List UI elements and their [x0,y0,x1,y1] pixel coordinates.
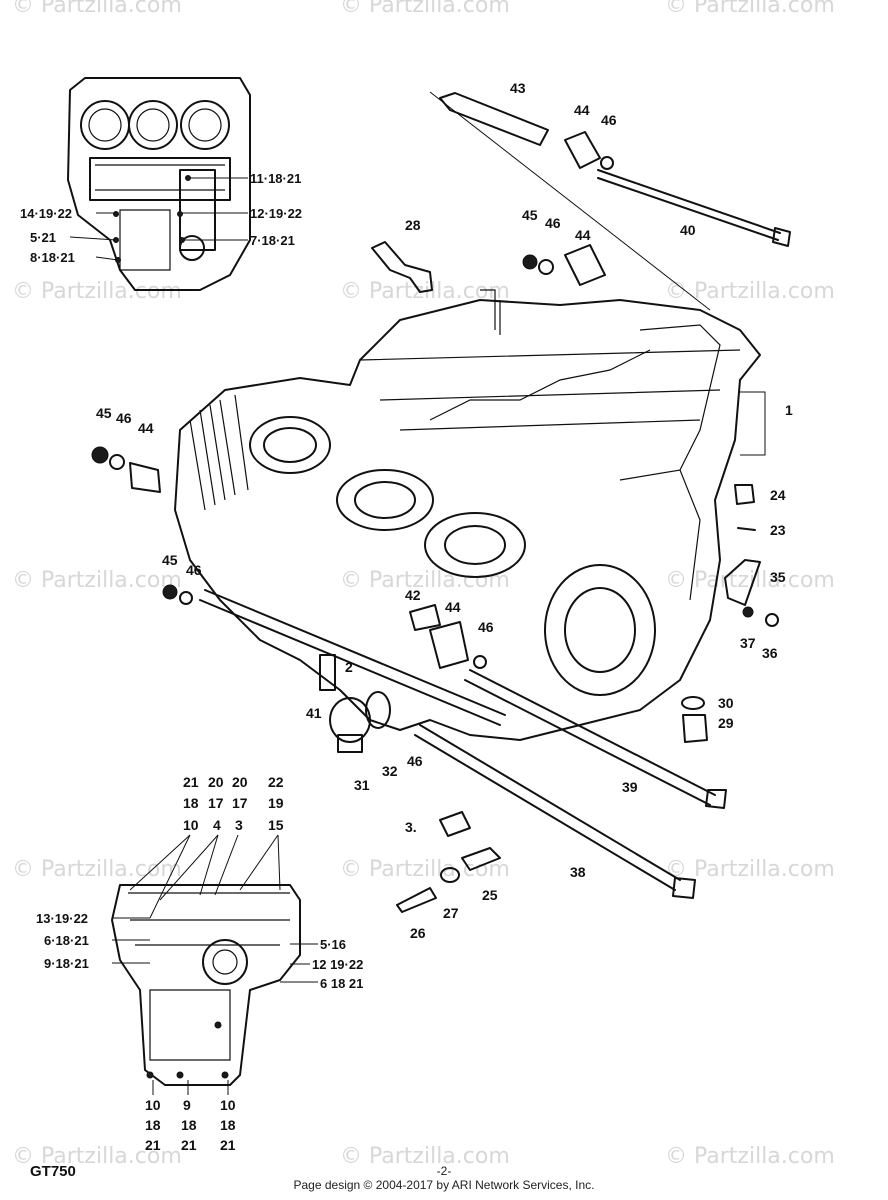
callout-label: 17 [208,795,224,811]
watermark: © Partzilla.com [12,0,182,18]
callout-label: 8·18·21 [30,250,75,265]
main-callouts: 43 44 46 40 45 46 44 28 1 45 46 44 24 23… [96,80,793,941]
callout-label: 11·18·21 [250,171,301,186]
callout-label: 19 [268,795,284,811]
callout-label: 44 [445,599,461,615]
callout-label: 21 [220,1137,236,1153]
page-number: -2- [436,1164,452,1178]
callout-label: 3. [405,819,417,835]
callout-label: 14·19·22 [20,206,72,221]
callout-label: 12·19·22 [250,206,302,221]
callout-label: 9·18·21 [44,956,89,971]
callout-label: 40 [680,222,696,238]
callout-label: 1 [785,402,793,418]
callout-label: 21 [181,1137,197,1153]
callout-label: 44 [575,227,591,243]
callout-label: 9 [183,1097,191,1113]
callout-label: 36 [762,645,778,661]
watermark: © Partzilla.com [665,857,835,882]
callout-label: 41 [306,705,322,721]
callout-label: 35 [770,569,786,585]
watermark: © Partzilla.com [12,1144,182,1169]
callout-label: 30 [718,695,734,711]
callout-label: 18 [183,795,199,811]
callout-label: 39 [622,779,638,795]
callout-label: 21 [145,1137,161,1153]
callout-label: 44 [574,102,590,118]
callout-label: 4 [213,817,221,833]
callout-label: 20 [232,774,248,790]
callout-label: 18 [145,1117,161,1133]
callout-label: 7·18·21 [250,233,295,248]
callout-label: 18 [220,1117,236,1133]
callout-label: 10 [220,1097,236,1113]
lower-inset-callouts: 21 18 10 20 17 4 20 17 3 22 19 15 13·19·… [36,774,363,1153]
watermark: © Partzilla.com [665,279,835,304]
callout-label: 23 [770,522,786,538]
callout-label: 2 [345,659,353,675]
callout-label: 28 [405,217,421,233]
callout-label: 15 [268,817,284,833]
callout-label: 13·19·22 [36,911,88,926]
watermark: © Partzilla.com [340,857,510,882]
callout-label: 46 [545,215,561,231]
watermark: © Partzilla.com [340,0,510,18]
model-label: GT750 [30,1163,76,1180]
callout-label: 31 [354,777,370,793]
watermark: © Partzilla.com [665,1144,835,1169]
lower-inset-crankcase-drawing [111,834,318,1095]
callout-label: 20 [208,774,224,790]
watermark: © Partzilla.com [12,279,182,304]
callout-label: 46 [478,619,494,635]
watermark: © Partzilla.com [340,1144,510,1169]
callout-label: 27 [443,905,459,921]
callout-label: 46 [601,112,617,128]
callout-label: 10 [183,817,199,833]
watermark: © Partzilla.com [12,568,182,593]
callout-label: 32 [382,763,398,779]
callout-label: 38 [570,864,586,880]
callout-label: 42 [405,587,421,603]
callout-label: 5·21 [30,230,56,245]
callout-label: 3 [235,817,243,833]
callout-label: 18 [181,1117,197,1133]
callout-label: 17 [232,795,248,811]
callout-label: 22 [268,774,284,790]
upper-inset-callouts: 11·18·21 12·19·22 14·19·22 5·21 7·18·21 … [20,171,302,265]
main-crankcase-drawing [91,91,791,913]
callout-label: 45 [522,207,538,223]
callout-label: 43 [510,80,526,96]
callout-label: 25 [482,887,498,903]
callout-label: 29 [718,715,734,731]
upper-inset-crankcase-drawing [67,77,251,291]
callout-label: 10 [145,1097,161,1113]
callout-label: 6 18 21 [320,976,363,991]
callout-label: 24 [770,487,786,503]
callout-label: 21 [183,774,199,790]
callout-label: 12 19·22 [312,957,363,972]
page-footer: Page design © 2004-2017 by ARI Network S… [293,1178,595,1192]
callout-label: 46 [116,410,132,426]
callout-label: 46 [186,562,202,578]
watermark-layer: © Partzilla.com © Partzilla.com © Partzi… [12,0,835,1169]
callout-label: 26 [410,925,426,941]
watermark: © Partzilla.com [665,0,835,18]
callout-label: 45 [96,405,112,421]
callout-label: 37 [740,635,756,651]
callout-label: 46 [407,753,423,769]
watermark: © Partzilla.com [340,568,510,593]
callout-label: 44 [138,420,154,436]
callout-label: 45 [162,552,178,568]
watermark: © Partzilla.com [12,857,182,882]
callout-label: 6·18·21 [44,933,89,948]
callout-label: 5·16 [320,937,346,952]
